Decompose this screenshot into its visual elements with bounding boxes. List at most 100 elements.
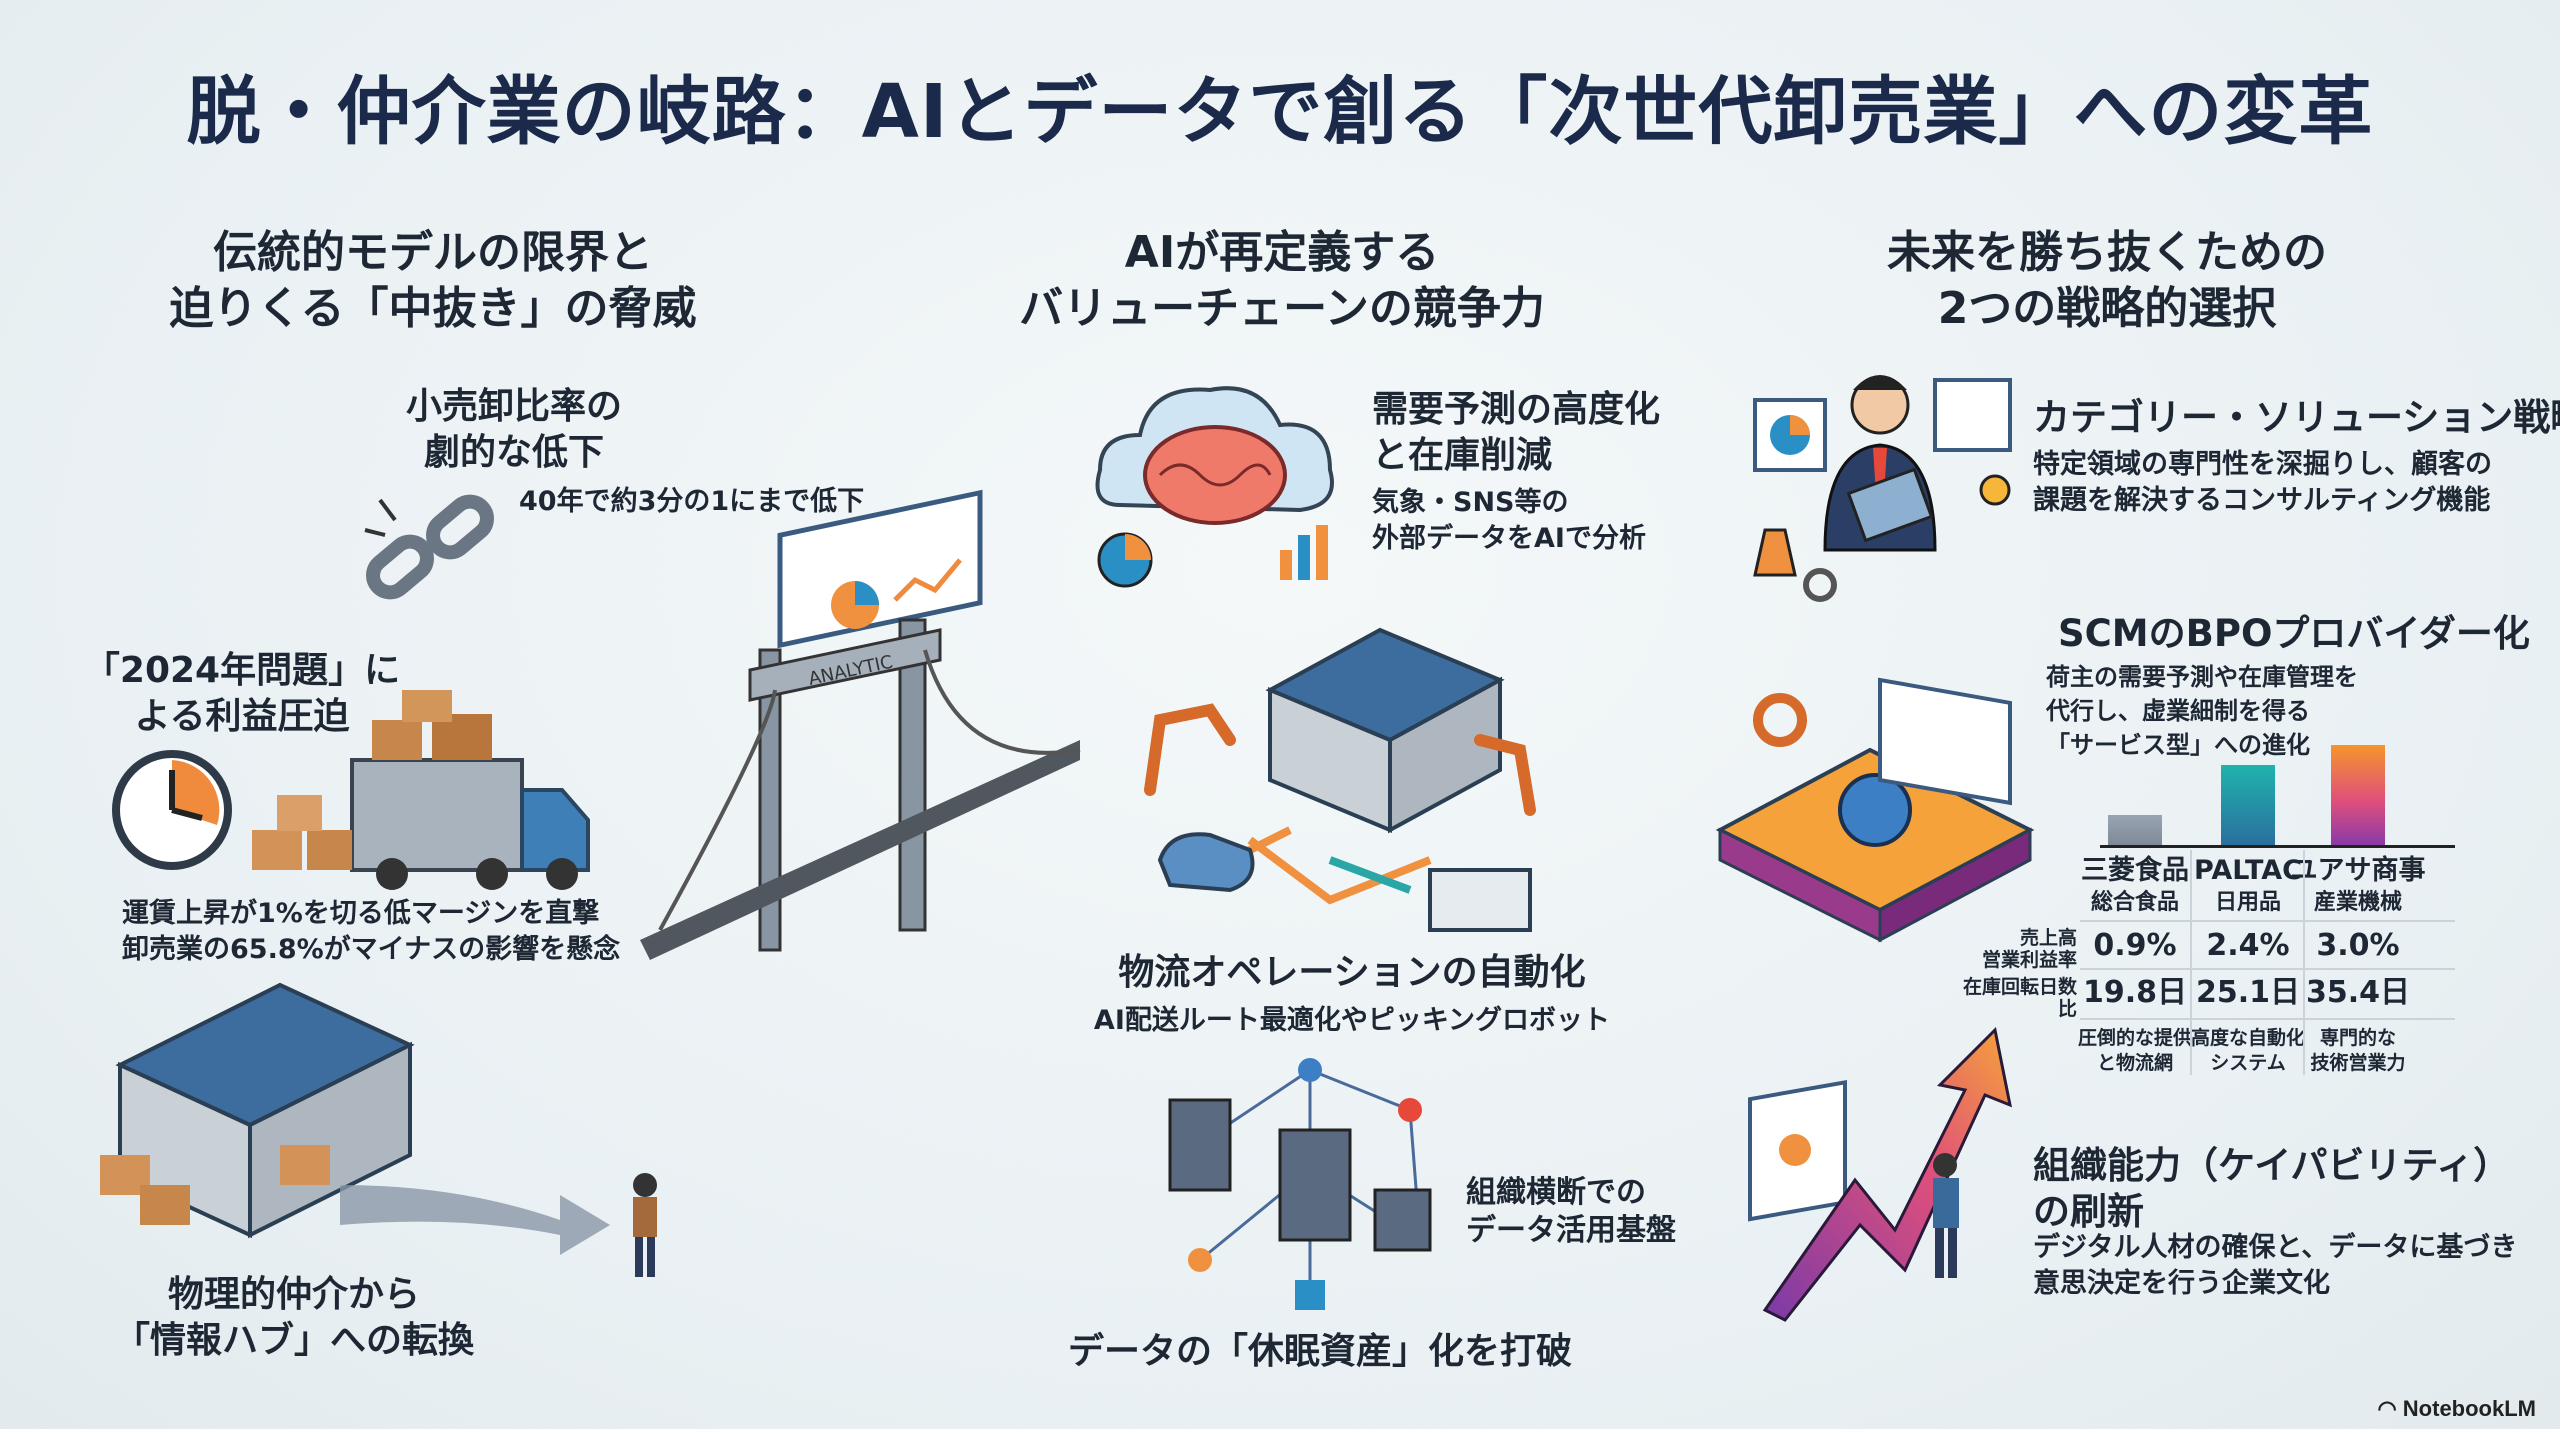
globe-icon (1838, 773, 1912, 847)
item-info-hub-title: 物理的仲介から 「情報ハブ」への転換 (114, 1272, 474, 1364)
flask-icon (1753, 528, 1797, 577)
arrow-icon (340, 1185, 610, 1255)
desc-line: 荷主の需要予測や在庫管理を (2046, 663, 2358, 691)
heading-line: バリューチェーンの競争力 (1019, 283, 1545, 334)
label-line: 比 (2057, 998, 2077, 1020)
item-2024-problem-title: 「2024年問題」に よる利益圧迫 (84, 648, 400, 740)
analytics-bridge-illustration: ANALYTIC (640, 489, 1081, 960)
item-demand-forecast-desc: 気象・SNS等の 外部データをAIで分析 (1372, 485, 1646, 557)
global-platform-illustration (1715, 677, 2035, 943)
column-heading-traditional: 伝統的モデルの限界と 迫りくる「中抜き」の脅威 (169, 225, 696, 337)
notebooklm-logo-icon: ◠ (2377, 1396, 2403, 1421)
row-label-margin: 売上高 営業利益率 (1982, 927, 2077, 971)
company-sector: 総合食品 (2090, 890, 2180, 915)
warehouse-to-person-illustration (100, 982, 657, 1277)
row-label-days: 在庫回転日数 比 (1963, 976, 2077, 1020)
desc-line: 気象・SNS等の (1372, 487, 1569, 518)
clock-and-truck-illustration (112, 690, 590, 890)
truck-icon (252, 690, 590, 890)
company-name: 三菱食品 (2081, 855, 2189, 886)
label-line: 営業利益率 (1981, 949, 2077, 971)
robot-arm-icon (1144, 703, 1536, 816)
title-line: の刷新 (2033, 1190, 2144, 1233)
item-category-solution-desc: 特定領域の専門性を深掘りし、顧客の 課題を解決するコンサルティング機能 (2033, 447, 2492, 519)
desc-line: 外部データをAIで分析 (1372, 523, 1646, 554)
item-2024-problem-desc: 運賃上昇が1%を切る低マージンを直撃 卸売業の65.8%がマイナスの影響を懸念 (122, 896, 620, 968)
person-icon (633, 1173, 657, 1277)
bar-2 (2331, 745, 2385, 845)
bar-0 (2108, 815, 2162, 845)
company-name: ユアサ商事 (2290, 855, 2426, 886)
automated-warehouse-illustration (1144, 627, 1536, 932)
item-bpo-title: SCMのBPOプロバイダー化 (2058, 612, 2530, 655)
ai-brain-cloud-illustration (1095, 386, 1334, 588)
consultant-illustration (1753, 375, 2012, 602)
column-heading-strategy: 未来を勝ち抜くための 2つの戦略的選択 (1887, 225, 2327, 337)
desc-line: 代行し、虚業細制を得る (2046, 697, 2310, 725)
data-network-illustration (1168, 1058, 1432, 1310)
heading-line: 伝統的モデルの限界と (213, 227, 653, 278)
broken-chain-icon (364, 494, 494, 600)
item-logistics-title: 物流オペレーションの自動化 (1118, 952, 1586, 993)
item-dormant-data-title: データの「休眠資産」化を打破 (1067, 1331, 1573, 1372)
person-icon (1933, 1153, 1959, 1278)
page-title: 脱・仲介業の岐路：AIとデータで創る「次世代卸売業」への変革 (186, 69, 2374, 155)
item-data-platform-desc: 組織横断での データ活用基盤 (1466, 1174, 1676, 1250)
table-divider (2080, 920, 2455, 922)
branding-text: NotebookLM (2402, 1396, 2536, 1421)
bar-chart-icon (1280, 525, 1328, 580)
lightbulb-icon (1979, 474, 2011, 506)
company-inventory-days: 25.1日 (2195, 975, 2301, 1010)
van-icon (1428, 868, 1532, 932)
label-line: 在庫回転日数 (1962, 976, 2077, 998)
title-line: 劇的な低下 (423, 432, 605, 473)
item-retail-ratio-title: 小売卸比率の 劇的な低下 (406, 384, 622, 476)
table-divider (2080, 1018, 2455, 1020)
profile-icon (1779, 1134, 1811, 1166)
label-line: 売上高 (2019, 927, 2077, 949)
company-inventory-days: 19.8日 (2082, 975, 2188, 1010)
item-category-solution-title: カテゴリー・ソリューション戦略 (2033, 396, 2560, 439)
column-heading-ai: AIが再定義する バリューチェーンの競争力 (1019, 225, 1545, 337)
margin-bar-chart (2108, 745, 2385, 845)
table-divider (2303, 850, 2305, 1075)
company-note: 専門的な (2319, 1027, 2397, 1049)
company-margin: 3.0% (2316, 928, 2400, 963)
desc-line: 課題を解決するコンサルティング機能 (2033, 485, 2491, 516)
item-demand-forecast-title: 需要予測の高度化 と在庫削減 (1372, 387, 1660, 479)
company-note: と物流網 (2096, 1052, 2174, 1074)
company-sector: 日用品 (2214, 890, 2282, 915)
company-note: 技術営業力 (2310, 1052, 2406, 1074)
heading-line: 2つの戦略的選択 (1937, 283, 2277, 334)
growth-arrow-illustration (1748, 1026, 2013, 1322)
company-inventory-days: 35.4日 (2305, 975, 2411, 1010)
bar-1 (2221, 765, 2275, 845)
title-line: 「情報ハブ」への転換 (113, 1320, 475, 1361)
clock-icon (112, 750, 232, 870)
desc-line: 運賃上昇が1%を切る低マージンを直撃 (122, 898, 600, 929)
item-bpo-desc: 荷主の需要予測や在庫管理を 代行し、虚業細制を得る 「サービス型」への進化 (2046, 660, 2358, 762)
desc-line: 意思決定を行う企業文化 (2033, 1268, 2330, 1299)
heading-line: 未来を勝ち抜くための (1887, 227, 2327, 278)
desc-line: 「サービス型」への進化 (2046, 731, 2310, 759)
item-capability-title: 組織能力（ケイパビリティ） の刷新 (2033, 1143, 2510, 1235)
item-logistics-desc: AI配送ルート最適化やピッキングロボット (1093, 1005, 1611, 1036)
brain-icon (1143, 425, 1287, 525)
title-line: 需要予測の高度化 (1372, 389, 1661, 430)
analytics-panel (777, 489, 983, 649)
title-line: 組織能力（ケイパビリティ） (2033, 1144, 2511, 1187)
company-name: PALTAC (2194, 855, 2302, 886)
title-line: 物理的仲介から (167, 1274, 421, 1315)
table-divider (2080, 968, 2455, 970)
heading-line: 迫りくる「中抜き」の脅威 (169, 283, 697, 334)
notebooklm-branding: ◠ NotebookLM (2377, 1396, 2536, 1422)
desc-line: 組織横断での (1466, 1175, 1646, 1210)
desc-line: 特定領域の専門性を深掘りし、顧客の (2033, 449, 2492, 480)
gear-icon (1803, 568, 1837, 602)
company-margin: 2.4% (2206, 928, 2290, 963)
title-line: 小売卸比率の (405, 386, 623, 427)
title-line: と在庫削減 (1372, 435, 1553, 476)
company-note: 圧倒的な提供 (2077, 1027, 2193, 1049)
gear-icon (1753, 693, 1807, 747)
title-line: よる利益圧迫 (134, 696, 350, 737)
